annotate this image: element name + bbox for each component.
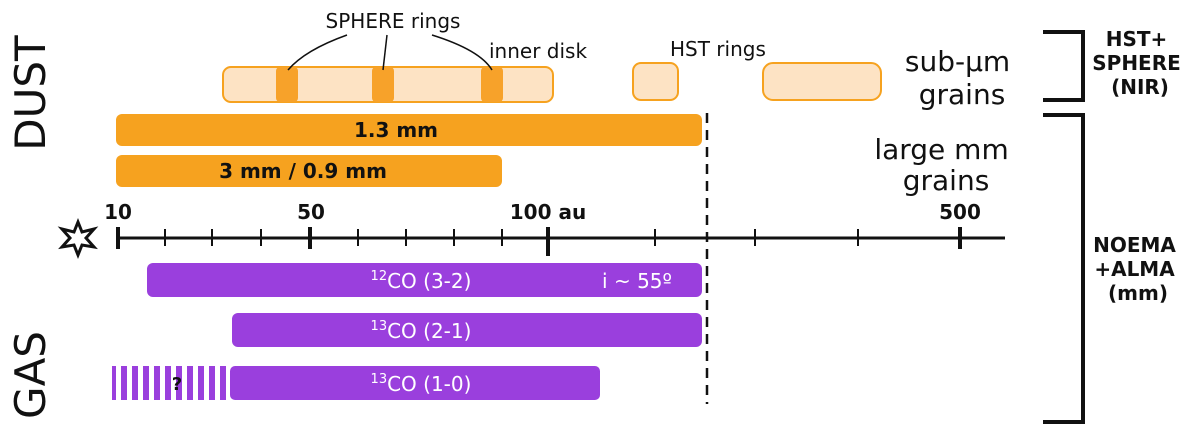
gas-bar-13co-1-0-label: 13CO (1-0) (371, 372, 472, 396)
axis-tick-label-100au: 100 au (510, 200, 586, 224)
hst-ring-band (762, 62, 882, 101)
dust-bar-1-3mm (116, 114, 702, 146)
sphere-ring-marker (481, 67, 503, 102)
dust-bar-3mm-0-9mm (116, 155, 502, 187)
gas-line-bars: 12CO (3-2) i ~ 55º 13CO (2-1) ? 13CO (1-… (112, 263, 702, 400)
hst-rings-label: HST rings (670, 37, 766, 61)
hst-sphere-line-3: (NIR) (1111, 75, 1169, 99)
sphere-rings-label: SPHERE rings (326, 9, 461, 33)
hst-sphere-bracket (1043, 30, 1085, 102)
gas-bar-13co-2-1-label: 13CO (2-1) (371, 319, 472, 343)
sphere-ring-marker (372, 67, 394, 102)
dust-bar-3mm-0-9mm-label: 3 mm / 0.9 mm (219, 159, 387, 183)
dust-bar-1-3mm-label: 1.3 mm (354, 118, 438, 142)
gas-bar-12co-3-2-label: 12CO (3-2) (371, 269, 472, 293)
sphere-ring-marker (276, 67, 298, 102)
molecule-label: CO (2-1) (387, 319, 471, 343)
noema-alma-label: NOEMA +ALMA (mm) (1093, 233, 1183, 305)
noema-alma-bracket (1043, 113, 1085, 424)
large-mm-grains-line-1: large mm (874, 133, 1008, 166)
sphere-rings-leaders (287, 34, 493, 71)
axis-tick-label-500: 500 (939, 200, 981, 224)
gas-bar-12co-3-2 (147, 263, 702, 297)
noema-alma-line-3: (mm) (1108, 281, 1168, 305)
inner-disk-label: inner disk (489, 39, 587, 63)
instrument-brackets (1043, 30, 1085, 424)
molecule-label: CO (3-2) (387, 269, 471, 293)
hst-sphere-line-1: HST+ (1106, 27, 1168, 51)
gas-bar-13co-1-0-uncertain (112, 366, 230, 400)
hst-ring-band (632, 62, 679, 101)
gas-section-label: GAS (6, 331, 55, 419)
hst-sphere-label: HST+ SPHERE (NIR) (1092, 27, 1188, 99)
star-burst-icon (57, 217, 99, 260)
noema-alma-line-1: NOEMA (1093, 233, 1176, 257)
sub-um-grains-line-2: grains (919, 78, 1006, 111)
isotope-superscript: 12 (371, 269, 388, 284)
sub-um-grains-line-1: sub-µm (905, 45, 1010, 78)
isotope-superscript: 13 (371, 319, 388, 334)
hst-sphere-line-2: SPHERE (1092, 51, 1181, 75)
axis-tick-label-10: 10 (104, 200, 132, 224)
gas-bar-13co-2-1 (232, 313, 702, 347)
axis-ticks (116, 227, 962, 256)
sub-um-grains-label: sub-µm grains (905, 45, 1019, 111)
radius-axis: 10 50 100 au 500 (57, 200, 1005, 260)
inclination-note: i ~ 55º (602, 269, 672, 293)
large-mm-grains-label: large mm grains (874, 133, 1017, 197)
large-mm-grains-line-2: grains (903, 164, 990, 197)
gas-bar-13co-1-0 (230, 366, 600, 400)
dust-continuum-bars: 1.3 mm 3 mm / 0.9 mm (116, 114, 702, 187)
noema-alma-line-2: +ALMA (1094, 257, 1175, 281)
molecule-label: CO (1-0) (387, 372, 471, 396)
axis-tick-label-50: 50 (297, 200, 325, 224)
scattered-light-rings (222, 62, 882, 103)
dust-section-label: DUST (6, 35, 55, 151)
uncertain-marker: ? (172, 374, 182, 395)
isotope-superscript: 13 (371, 372, 388, 387)
